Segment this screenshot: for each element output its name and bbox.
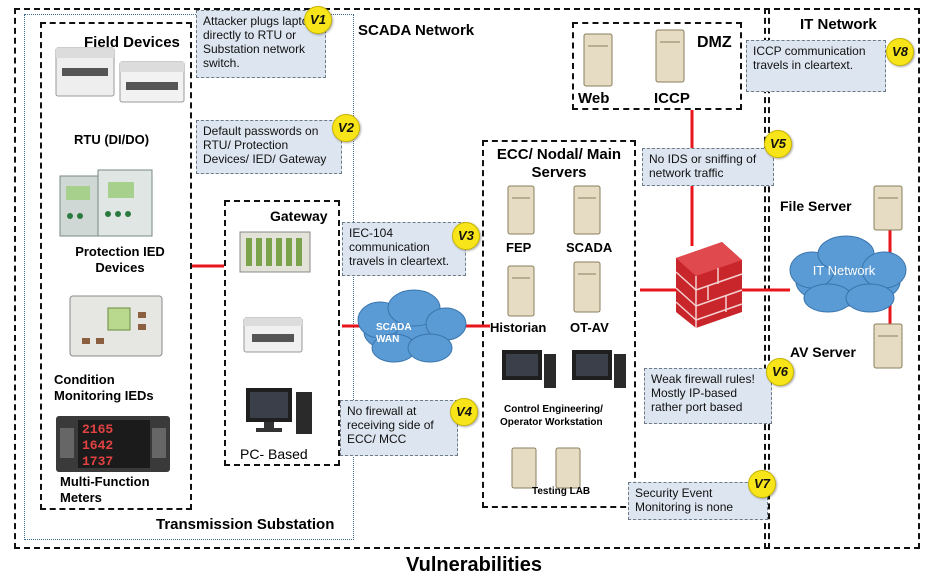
web-label: Web — [578, 90, 610, 107]
scada-network-label: SCADA Network — [358, 22, 475, 39]
testing-lab-label: Testing LAB — [532, 486, 591, 497]
vuln-badge-v7: V7 — [748, 470, 776, 498]
it-network-cloud — [789, 235, 907, 313]
scada-label: SCADA — [566, 240, 613, 255]
mfm-label: Multi-Function Meters — [60, 474, 150, 505]
vuln-badge-v4: V4 — [450, 398, 478, 426]
svg-text:1737: 1737 — [82, 454, 113, 469]
av-server-icon — [873, 323, 903, 369]
vuln-badge-v1: V1 — [304, 6, 332, 34]
pc-based-label: PC- Based — [240, 446, 308, 462]
operator-ws-label: Operator Workstation — [500, 417, 603, 428]
testing-lab-server-icon — [511, 447, 537, 489]
file-server-label: File Server — [780, 198, 852, 214]
scada-wan-cloud — [357, 289, 467, 363]
it-network-label: IT Network — [800, 16, 877, 33]
vuln-badge-v3: V3 — [452, 222, 480, 250]
control-eng-label: Control Engineering/ — [504, 404, 603, 415]
scada-server-icon — [573, 185, 601, 235]
diagram-title: Vulnerabilities — [406, 554, 542, 576]
field-devices-label: Field Devices — [84, 34, 180, 51]
ecc-label: ECC/ Nodal/ Main Servers — [496, 146, 622, 181]
vuln-note-v3: IEC-104 communication travels in clearte… — [342, 222, 466, 276]
condition-monitoring-label: Condition Monitoring IEDs — [54, 372, 154, 403]
svg-text:2165: 2165 — [82, 422, 113, 437]
field-devices-zone — [40, 22, 192, 510]
av-server-label: AV Server — [790, 344, 856, 360]
otav-label: OT-AV — [570, 320, 609, 335]
testing-lab-server-icon-2 — [555, 447, 581, 489]
vuln-note-v7: Security Event Monitoring is none — [628, 482, 768, 520]
otav-server-icon — [573, 261, 601, 313]
workstation-icons — [502, 350, 626, 388]
iccp-server-icon — [655, 29, 685, 83]
vuln-note-v2: Default passwords on RTU/ Protection Dev… — [196, 120, 342, 174]
historian-server-icon — [507, 265, 535, 317]
dmz-zone — [572, 22, 742, 110]
it-cloud-label: IT Network — [812, 263, 876, 278]
transmission-substation-zone — [24, 14, 354, 540]
vuln-note-v8: ICCP communication travels in cleartext. — [746, 40, 886, 92]
vuln-badge-v6: V6 — [766, 358, 794, 386]
gateway-zone — [224, 200, 340, 466]
svg-text:1642: 1642 — [82, 438, 113, 453]
transmission-substation-label: Transmission Substation — [156, 516, 335, 533]
vuln-badge-v2: V2 — [332, 114, 360, 142]
iccp-label: ICCP — [654, 90, 690, 107]
vuln-badge-v8: V8 — [886, 38, 914, 66]
vuln-note-v4: No firewall at receiving side of ECC/ MC… — [340, 400, 458, 456]
scada-wan-label: SCADA WAN — [376, 322, 412, 345]
condition-monitoring-ied-icon — [69, 295, 163, 357]
rtu-label: RTU (DI/DO) — [74, 132, 150, 147]
firewall-icon — [675, 242, 743, 328]
protection-ied-label: Protection IED Devices — [75, 244, 165, 275]
gateway-rack-icon — [239, 231, 311, 273]
rtu-device-icon — [55, 47, 185, 103]
it-network-zone — [764, 8, 920, 549]
vuln-note-v5: No IDS or sniffing of network traffic — [642, 148, 774, 186]
file-server-icon — [873, 185, 903, 231]
ecc-zone — [482, 140, 636, 508]
fep-label: FEP — [506, 240, 532, 255]
gateway-label: Gateway — [270, 208, 328, 224]
pc-based-icon — [246, 388, 312, 434]
web-server-icon — [583, 33, 613, 87]
protection-ied-icon — [59, 169, 153, 237]
dmz-label: DMZ — [697, 34, 732, 51]
scada-network-zone — [14, 8, 770, 549]
vuln-note-v6: Weak firewall rules! Mostly IP-based rat… — [644, 368, 772, 424]
historian-label: Historian — [490, 320, 547, 335]
gateway-switch-icon — [243, 317, 303, 353]
vuln-badge-v5: V5 — [764, 130, 792, 158]
fep-server-icon — [507, 185, 535, 235]
